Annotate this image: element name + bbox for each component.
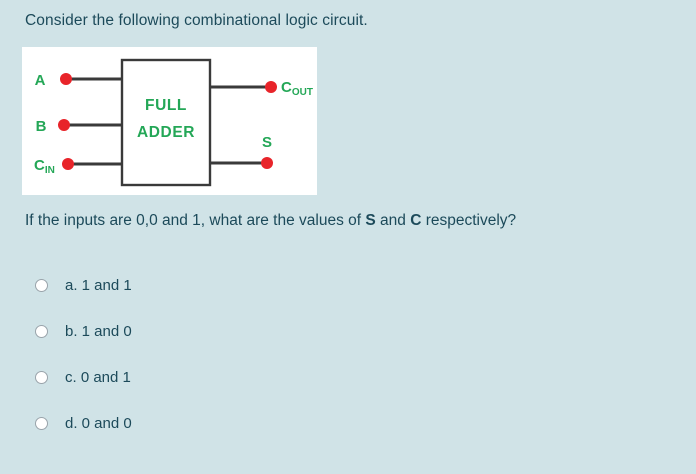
option-c-label: c. 0 and 1 [65, 368, 131, 386]
option-c[interactable]: c. 0 and 1 [25, 354, 665, 400]
option-a[interactable]: a. 1 and 1 [25, 262, 665, 308]
option-d[interactable]: d. 0 and 0 [25, 400, 665, 446]
answer-options: a. 1 and 1 b. 1 and 0 c. 0 and 1 d. 0 an… [25, 262, 665, 446]
option-d-label: d. 0 and 0 [65, 414, 132, 432]
label-output-cout: COUT [281, 79, 313, 98]
option-b-label: b. 1 and 0 [65, 322, 132, 340]
option-b[interactable]: b. 1 and 0 [25, 308, 665, 354]
label-output-s: S [262, 134, 272, 151]
terminal-dot-b [58, 119, 70, 131]
full-adder-label-line1: FULL [145, 97, 187, 114]
question-middle: and [375, 212, 411, 229]
question-bold-s: S [365, 212, 376, 229]
label-input-cin: CIN [34, 157, 55, 176]
label-input-cin-sub: IN [45, 165, 55, 176]
option-a-label: a. 1 and 1 [65, 276, 132, 294]
radio-icon-c[interactable] [35, 370, 48, 384]
full-adder-block [120, 58, 212, 187]
prompt-text: Consider the following combinational log… [25, 12, 368, 29]
question-text: If the inputs are 0,0 and 1, what are th… [25, 212, 516, 230]
terminal-dot-cout [265, 81, 277, 93]
label-output-cout-base: C [281, 79, 292, 96]
terminal-dot-cin [62, 158, 74, 170]
question-suffix: respectively? [421, 212, 517, 229]
question-bold-c: C [410, 212, 422, 229]
radio-icon-d[interactable] [35, 416, 48, 430]
full-adder-diagram: A B CIN COUT S FULL ADDER [34, 58, 313, 187]
radio-icon-b[interactable] [35, 324, 48, 338]
label-input-b: B [36, 118, 47, 135]
label-output-cout-sub: OUT [292, 87, 313, 98]
full-adder-label-line2: ADDER [137, 124, 195, 141]
circuit-figure: A B CIN COUT S FULL ADDER [22, 47, 317, 195]
radio-icon-a[interactable] [35, 278, 48, 292]
terminal-dot-a [60, 73, 72, 85]
label-input-cin-base: C [34, 157, 45, 174]
label-input-a: A [35, 72, 46, 89]
question-prefix: If the inputs are 0,0 and 1, what are th… [25, 212, 366, 229]
terminal-dot-s [261, 157, 273, 169]
